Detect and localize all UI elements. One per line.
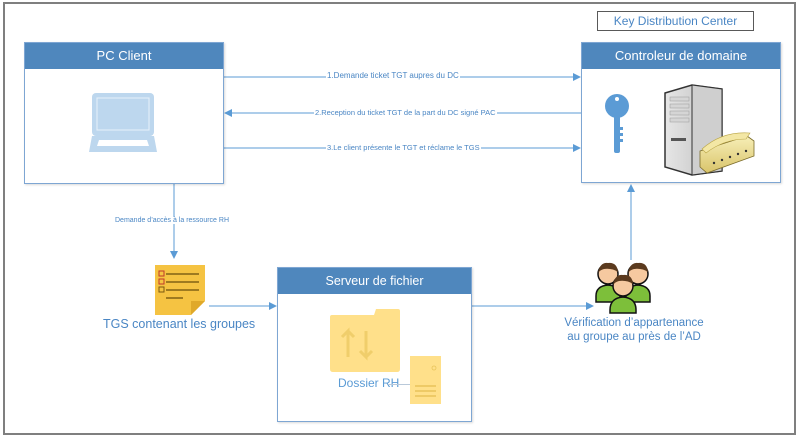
server-tower-icon bbox=[664, 84, 755, 176]
laptop-icon bbox=[89, 93, 157, 152]
edge-3-label: 3.Le client présente le TGT et réclame l… bbox=[326, 143, 481, 152]
folder-label: Dossier RH bbox=[338, 376, 400, 390]
group-check-label-line1: Vérification d’appartenance bbox=[564, 317, 704, 329]
domain-controller-node[interactable]: Controleur de domaine bbox=[581, 42, 781, 183]
key-icon bbox=[605, 94, 629, 153]
edge-1-label: 1.Demande ticket TGT aupres du DC bbox=[326, 71, 460, 80]
tgs-label: TGS contenant les groupes bbox=[103, 317, 256, 331]
server-icon bbox=[410, 356, 441, 404]
sticky-note-checklist-icon bbox=[155, 265, 205, 315]
file-server-title: Serveur de fichier bbox=[278, 268, 471, 294]
kdc-title-box: Key Distribution Center bbox=[597, 11, 754, 31]
users-group-icon bbox=[595, 262, 651, 314]
pc-client-node[interactable]: PC Client bbox=[24, 42, 224, 184]
edge-2-label: 2.Reception du ticket TGT de la part du … bbox=[314, 108, 497, 117]
file-server-node[interactable]: Serveur de fichier Dossier RH bbox=[277, 267, 472, 422]
group-check-label-line2: au groupe au près de l’AD bbox=[567, 331, 701, 343]
pc-client-title: PC Client bbox=[25, 43, 223, 69]
folder-connector bbox=[388, 384, 410, 385]
folder-sync-icon bbox=[330, 309, 400, 372]
edge-4-label: Demande d’accès à la ressource RH bbox=[114, 217, 230, 224]
domain-controller-title: Controleur de domaine bbox=[582, 43, 780, 69]
